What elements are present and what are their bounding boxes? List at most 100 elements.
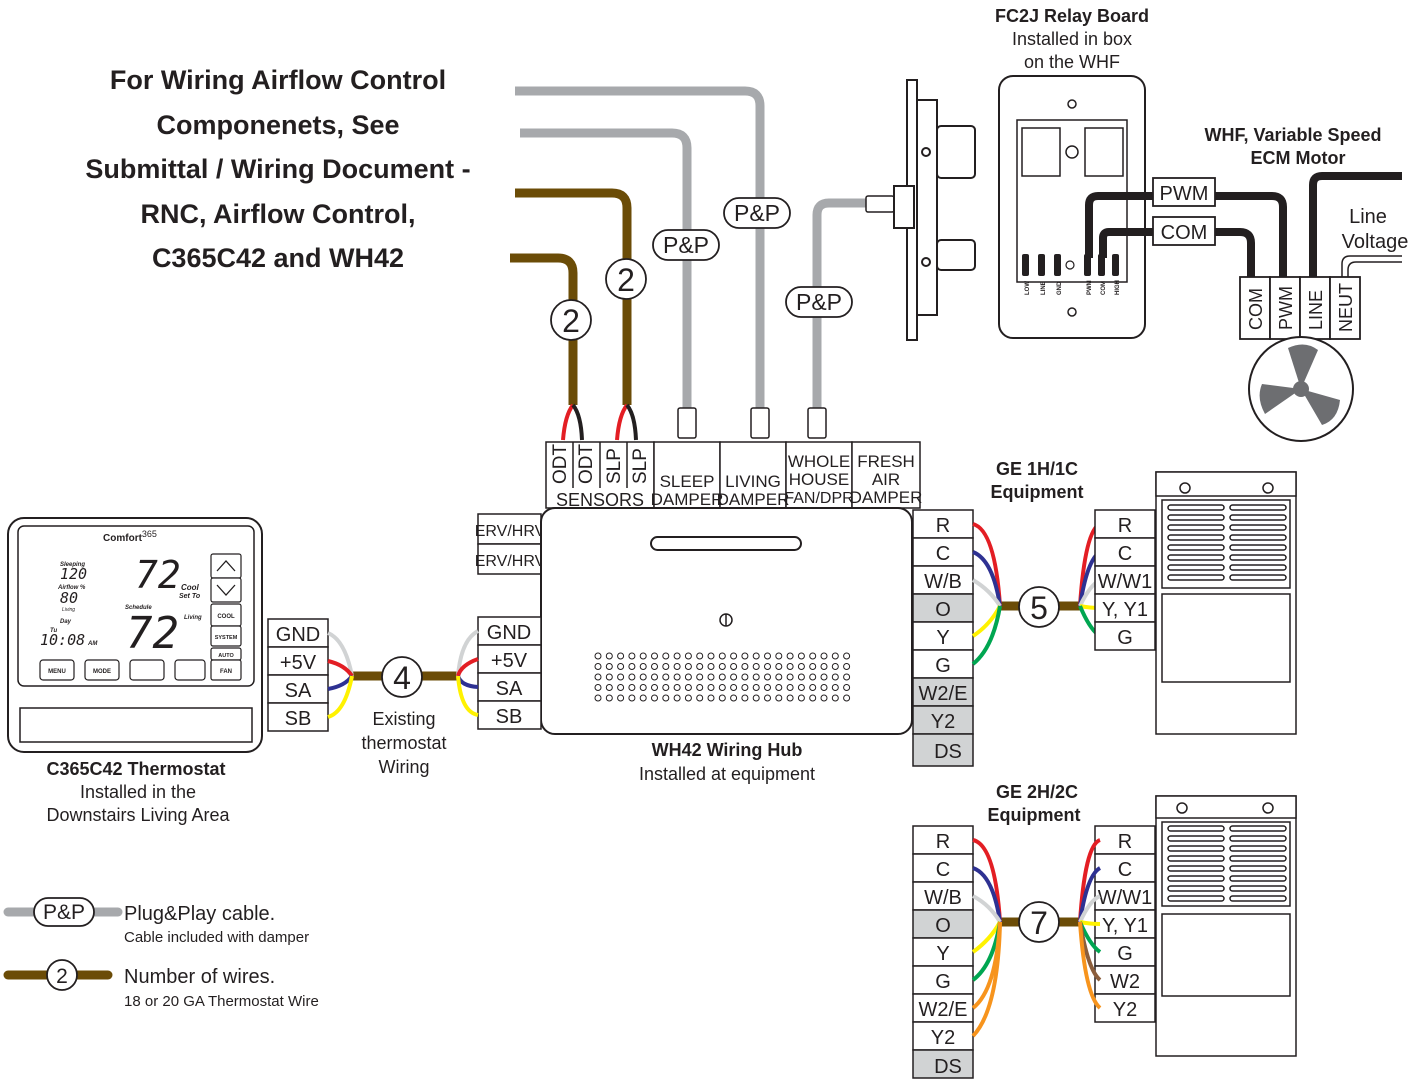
up-arrow-button[interactable] [210,553,242,579]
existing-l3: Wiring [378,757,429,777]
relay-sub1: Installed in box [1012,29,1132,49]
furnace-slot [1229,524,1287,531]
furnace-slot [1167,875,1225,882]
down-arrow-button[interactable] [210,577,242,603]
vent-hole [764,663,771,670]
thermo-schedule: Schedule [125,605,152,611]
vent-hole [718,694,726,702]
furnace-icon [1155,795,1297,1057]
hub-top-ports [477,441,921,575]
vent-hole [820,684,828,691]
thermo-temp1: 72 [135,553,181,597]
vent-hole [752,694,760,702]
vent-hole [639,652,647,660]
furnace-slot [1167,845,1225,852]
vent-hole [797,663,805,670]
rj-plug [865,195,895,213]
thermo-terminals: GND +5V SA SB [267,618,329,732]
vent-hole [797,684,805,691]
thermo-fanout [327,629,480,719]
furnace-slot [1229,825,1287,832]
eq2-title1: GE 2H/2C [996,782,1078,802]
vent-hole [843,652,851,660]
fan-button[interactable] [210,659,242,681]
damper-wallplate [893,79,976,341]
vent-hole [651,694,658,702]
hub-left-terminals: GND +5V SA SB [477,616,542,730]
vent-hole [707,652,715,660]
port-damper: DAMPER [717,490,790,509]
system-button[interactable] [210,625,242,647]
sensor-wire-ends [561,403,638,441]
mode-button[interactable] [84,659,120,681]
port-odt: ODT [576,444,597,485]
vent-hole [617,694,625,702]
pp-labels: P&P P&P P&P [652,197,853,318]
fan-blades [1259,344,1340,425]
thermo-sub1: Installed in the [80,782,196,802]
vent-hole [651,663,658,670]
blank-button[interactable] [174,659,206,681]
furnace-slot [1229,895,1287,902]
vent-hole [617,673,625,681]
furnace-slot [1167,534,1225,541]
relay-title: FC2J Relay Board [995,6,1149,26]
vent-hole [797,652,805,660]
existing-l2: thermostat [361,733,446,753]
vent-hole [707,684,715,691]
whf-title2: ECM Motor [1251,148,1346,168]
port-fan-dpr: FAN/DPR [784,490,853,507]
port-living: LIVING [725,472,781,491]
port-damper: DAMPER [651,490,724,509]
vent-hole [809,673,817,681]
vent-hole [797,673,805,681]
thermo-am: AM [87,641,98,647]
furnace-slot [1229,885,1287,892]
vent-hole [696,673,704,681]
vent-hole [628,694,636,702]
menu-label: MENU [48,669,66,675]
vent-hole [843,673,851,681]
vent-hole [628,663,636,670]
port-fresh: FRESH [857,452,915,471]
blank-button[interactable] [129,659,165,681]
thermo-title: C365C42 Thermostat [46,759,225,779]
vent-hole [820,652,828,660]
eq1-title1: GE 1H/1C [996,459,1078,479]
note-line: Componenets, See [156,110,399,140]
eq2-term: C [1118,859,1132,881]
chevron-up-icon [216,560,236,572]
vent-hole [684,652,692,660]
vent-hole [843,663,851,670]
vent-hole [775,684,783,691]
thermo-sub2: Downstairs Living Area [46,805,230,825]
vent-hole [651,684,658,691]
vent-hole [594,684,602,691]
equipment-2: GE 2H/2C Equipment R C W/W1 Y, Y1 G W2 Y… [988,782,1297,1057]
furnace-slot [1167,524,1225,531]
thermo-day: Day [60,619,72,625]
furnace-slot [1167,544,1225,551]
vent-hole [820,694,828,702]
vent-hole [730,652,738,660]
hub-right-term: G [935,655,951,677]
hub-right-term: C [936,543,950,565]
rj-plug [807,407,827,439]
thermo-wire-slp [515,188,632,405]
vent-hole [741,652,749,660]
port-odt: ODT [550,444,571,485]
whf-motor: WHF, Variable Speed ECM Motor Line Volta… [1085,125,1408,442]
vent-hole [673,652,681,660]
legend-num-desc: Number of wires. [124,966,275,988]
furnace-slot [1167,564,1225,571]
hub-sub: Installed at equipment [639,764,815,784]
vent-hole [662,684,670,691]
hub-right-term: Y2 [931,711,955,733]
airflow-note: For Wiring Airflow Control Componenets, … [85,65,470,273]
vent-hole [707,694,715,702]
wiring-hub: WH42 Wiring Hub Installed at equipment [540,507,913,784]
hub-right-term: W/B [924,571,962,593]
menu-button[interactable] [39,659,75,681]
vent-hole [809,694,817,702]
legend-pp-desc: Plug&Play cable. [124,903,275,925]
